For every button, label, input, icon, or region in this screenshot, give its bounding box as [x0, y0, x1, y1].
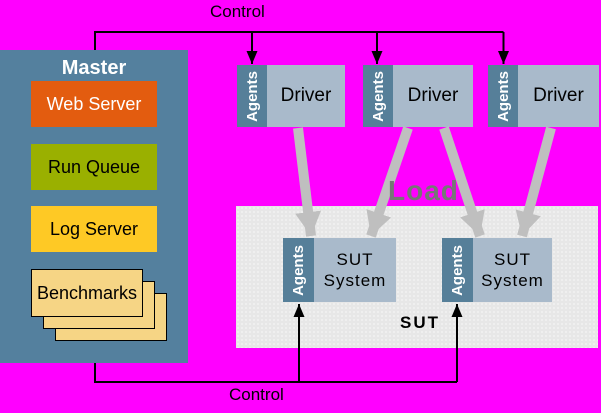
control-label-top: Control	[210, 2, 265, 21]
master-title: Master	[61, 57, 127, 79]
load-label: Load	[388, 175, 459, 206]
driver-node-1: Agents Driver	[237, 65, 345, 127]
agents-label: Agents	[243, 70, 261, 122]
control-line-bottom	[94, 363, 457, 383]
sut-caption: SUT	[400, 313, 440, 332]
sut-system-label: SUT System	[323, 250, 387, 290]
log-server-box: Log Server	[31, 206, 157, 252]
control-line-top	[94, 31, 504, 50]
control-label-bottom: Control	[229, 385, 284, 404]
agents-label: Agents	[369, 70, 387, 122]
sut-system-node-2: Agents SUT System	[442, 238, 552, 302]
web-server-box: Web Server	[31, 81, 157, 127]
driver-node-2: Agents Driver	[363, 65, 473, 127]
agents-label: Agents	[290, 244, 307, 296]
agents-label: Agents	[494, 70, 512, 122]
agents-label: Agents	[449, 244, 466, 296]
benchmarks-box: Benchmarks	[31, 269, 143, 317]
run-queue-box: Run Queue	[31, 144, 157, 190]
driver-label: Driver	[533, 85, 584, 106]
agents-strip: Agents	[237, 65, 267, 127]
agents-strip: Agents	[363, 65, 393, 127]
agents-strip: Agents	[442, 238, 473, 302]
agents-strip: Agents	[283, 238, 314, 302]
master-panel: Master Web Server Run Queue Log Server B…	[0, 50, 188, 363]
driver-label: Driver	[407, 85, 459, 106]
agents-strip: Agents	[488, 65, 518, 127]
driver-node-3: Agents Driver	[488, 65, 599, 127]
sut-system-node-1: Agents SUT System	[283, 238, 396, 302]
driver-label: Driver	[280, 85, 332, 106]
sut-panel: Agents SUT System Agents SUT System SUT	[236, 206, 598, 348]
sut-system-label: SUT System	[481, 250, 544, 290]
